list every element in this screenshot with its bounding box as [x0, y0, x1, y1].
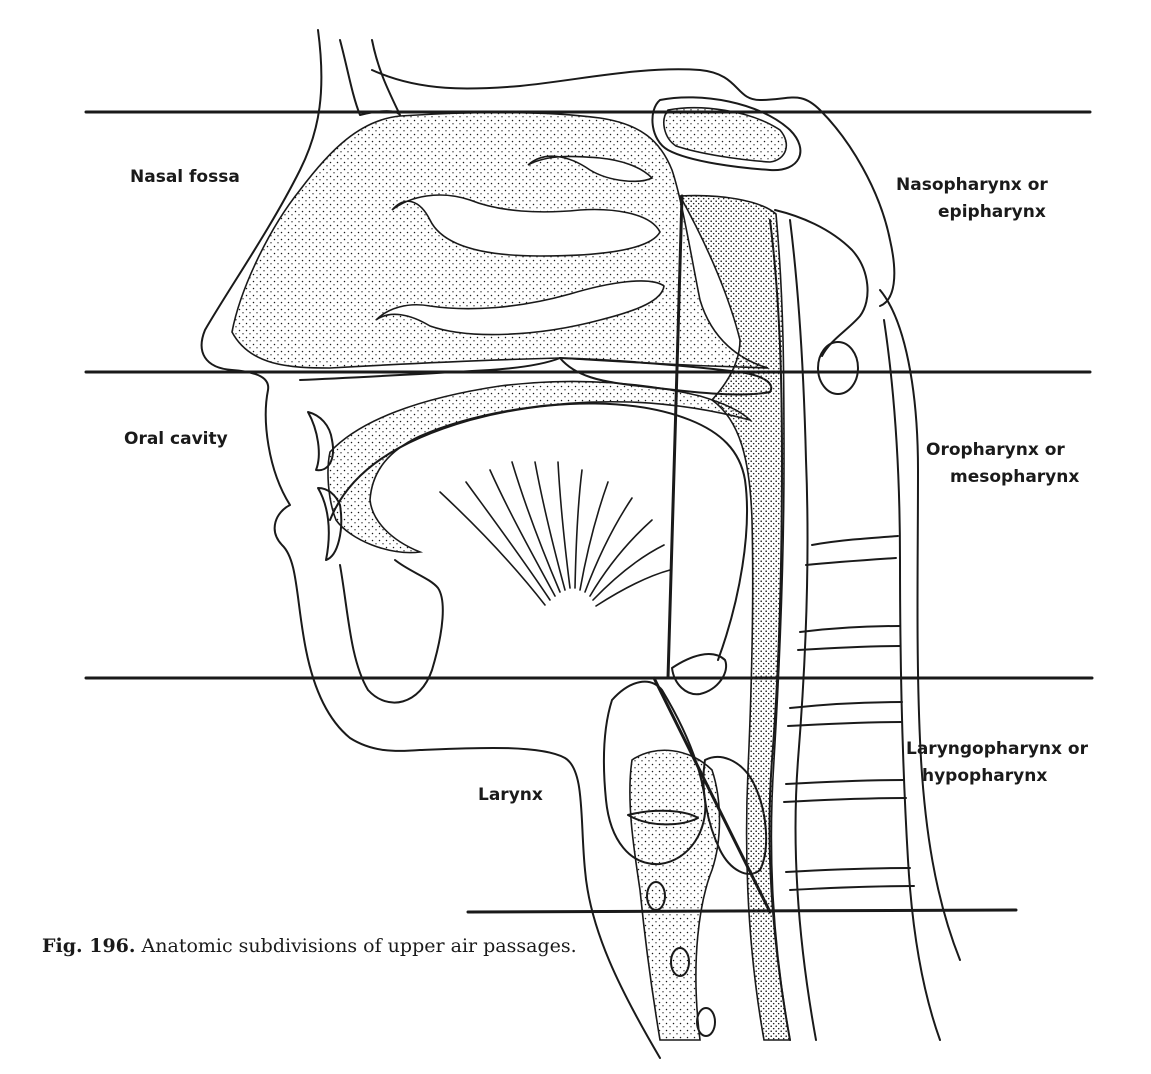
superior-turbinate	[527, 155, 654, 183]
label-nasopharynx-line2: epipharynx	[938, 202, 1046, 222]
vertebra-line-9	[785, 867, 911, 873]
subdivision-lines	[84, 110, 1094, 914]
vertebra-line-2	[805, 557, 897, 566]
epiglottis	[671, 653, 728, 696]
vertebra-line-5	[789, 701, 903, 709]
label-laryngopharynx-line2: hypopharynx	[922, 766, 1047, 786]
vertebra-line-10	[789, 885, 915, 891]
label-oropharynx-line2: mesopharynx	[950, 467, 1079, 487]
label-nasopharynx-line1: Nasopharynx or	[896, 175, 1048, 195]
vertebra-line-7	[785, 779, 905, 785]
figure-caption-text: Anatomic subdivisions of upper air passa…	[141, 935, 577, 957]
larynx-tissue	[629, 749, 721, 1041]
vertebra-line-8	[783, 797, 907, 803]
pharyngeal-wall-tissue	[678, 194, 791, 1041]
label-nasal-fossa: Nasal fossa	[130, 167, 240, 187]
figure-caption: Fig. 196. Anatomic subdivisions of upper…	[42, 935, 577, 957]
label-oral-cavity: Oral cavity	[124, 429, 228, 449]
tongue-tissue	[327, 380, 753, 554]
spine-cord-wall	[883, 319, 941, 1041]
middle-turbinate	[391, 194, 661, 257]
cricoid-boundary-line	[466, 908, 1018, 914]
figure-number: Fig. 196.	[42, 935, 136, 957]
vertebra-line-1	[811, 535, 899, 546]
cranial-base-outline	[371, 68, 896, 307]
atlas-arch	[817, 341, 859, 395]
laryngeal-divider-line	[652, 676, 772, 914]
spine-front-wall	[789, 219, 817, 1041]
vertebra-line-6	[787, 721, 903, 727]
vertebra-line-4	[797, 645, 901, 651]
vertebra-line-3	[799, 625, 901, 633]
mandible-outline	[339, 559, 444, 704]
adenoid-tissue	[663, 107, 788, 163]
face-profile	[200, 29, 661, 1059]
stippled-tissue	[231, 107, 791, 1041]
label-larynx: Larynx	[478, 785, 543, 805]
inferior-turbinate	[375, 280, 665, 336]
tongue-muscle-fibers	[439, 461, 671, 607]
region-labels: Nasal fossa Oral cavity Larynx Nasophary…	[124, 167, 1089, 805]
sphenoid-sinus	[651, 96, 802, 172]
label-oropharynx-line1: Oropharynx or	[926, 440, 1065, 460]
label-laryngopharynx-line1: Laryngopharynx or	[906, 739, 1089, 759]
vertical-divider-line	[666, 194, 684, 680]
nasopharynx-posterior-wall	[774, 209, 869, 357]
